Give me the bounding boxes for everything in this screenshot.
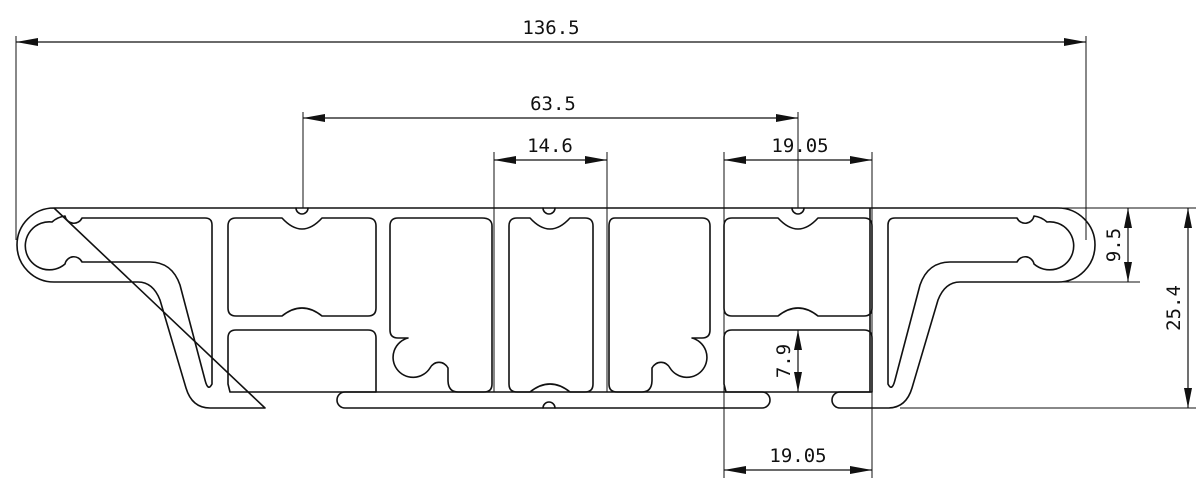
label-lower-cell-height: 7.9 bbox=[773, 344, 795, 378]
cell-upper-3 bbox=[508, 217, 594, 393]
outer-contour bbox=[16, 207, 1096, 409]
notch-bottom-mid bbox=[542, 401, 556, 409]
cell-upper-1 bbox=[227, 217, 377, 317]
dim-end-bulb-height: 9.5 bbox=[1103, 208, 1132, 282]
extrusion-profile bbox=[16, 207, 1096, 409]
dim-lower-cell-height: 7.9 bbox=[773, 330, 802, 392]
label-middle-cell-width: 14.6 bbox=[527, 135, 573, 157]
label-right-cell-width-bottom: 19.05 bbox=[769, 445, 826, 467]
dim-middle-cell-width: 14.6 bbox=[494, 135, 607, 164]
label-right-cell-width-top: 19.05 bbox=[771, 135, 828, 157]
label-center-spacing: 63.5 bbox=[530, 93, 576, 115]
label-end-bulb-height: 9.5 bbox=[1103, 228, 1125, 262]
dim-overall-width: 136.5 bbox=[16, 17, 1086, 46]
label-overall-height: 25.4 bbox=[1163, 285, 1185, 331]
cell-upper-4 bbox=[608, 217, 711, 393]
left-bulb-inner bbox=[24, 215, 213, 388]
cell-lower-left bbox=[227, 329, 377, 393]
notch-top-mid bbox=[542, 207, 556, 215]
cell-upper-2 bbox=[389, 217, 493, 393]
label-overall-width: 136.5 bbox=[522, 17, 579, 39]
dim-right-cell-width-top: 19.05 bbox=[724, 135, 872, 164]
cell-upper-5 bbox=[723, 217, 873, 317]
extension-lines bbox=[15, 36, 1196, 478]
cell-lower-right bbox=[723, 329, 873, 393]
notch-top-right bbox=[791, 207, 805, 215]
dim-right-cell-width-bottom: 19.05 bbox=[724, 445, 872, 474]
dim-center-spacing: 63.5 bbox=[303, 93, 798, 122]
dim-overall-height: 25.4 bbox=[1163, 208, 1192, 408]
notch-top-left bbox=[295, 207, 309, 215]
right-bulb-inner bbox=[887, 215, 1075, 388]
